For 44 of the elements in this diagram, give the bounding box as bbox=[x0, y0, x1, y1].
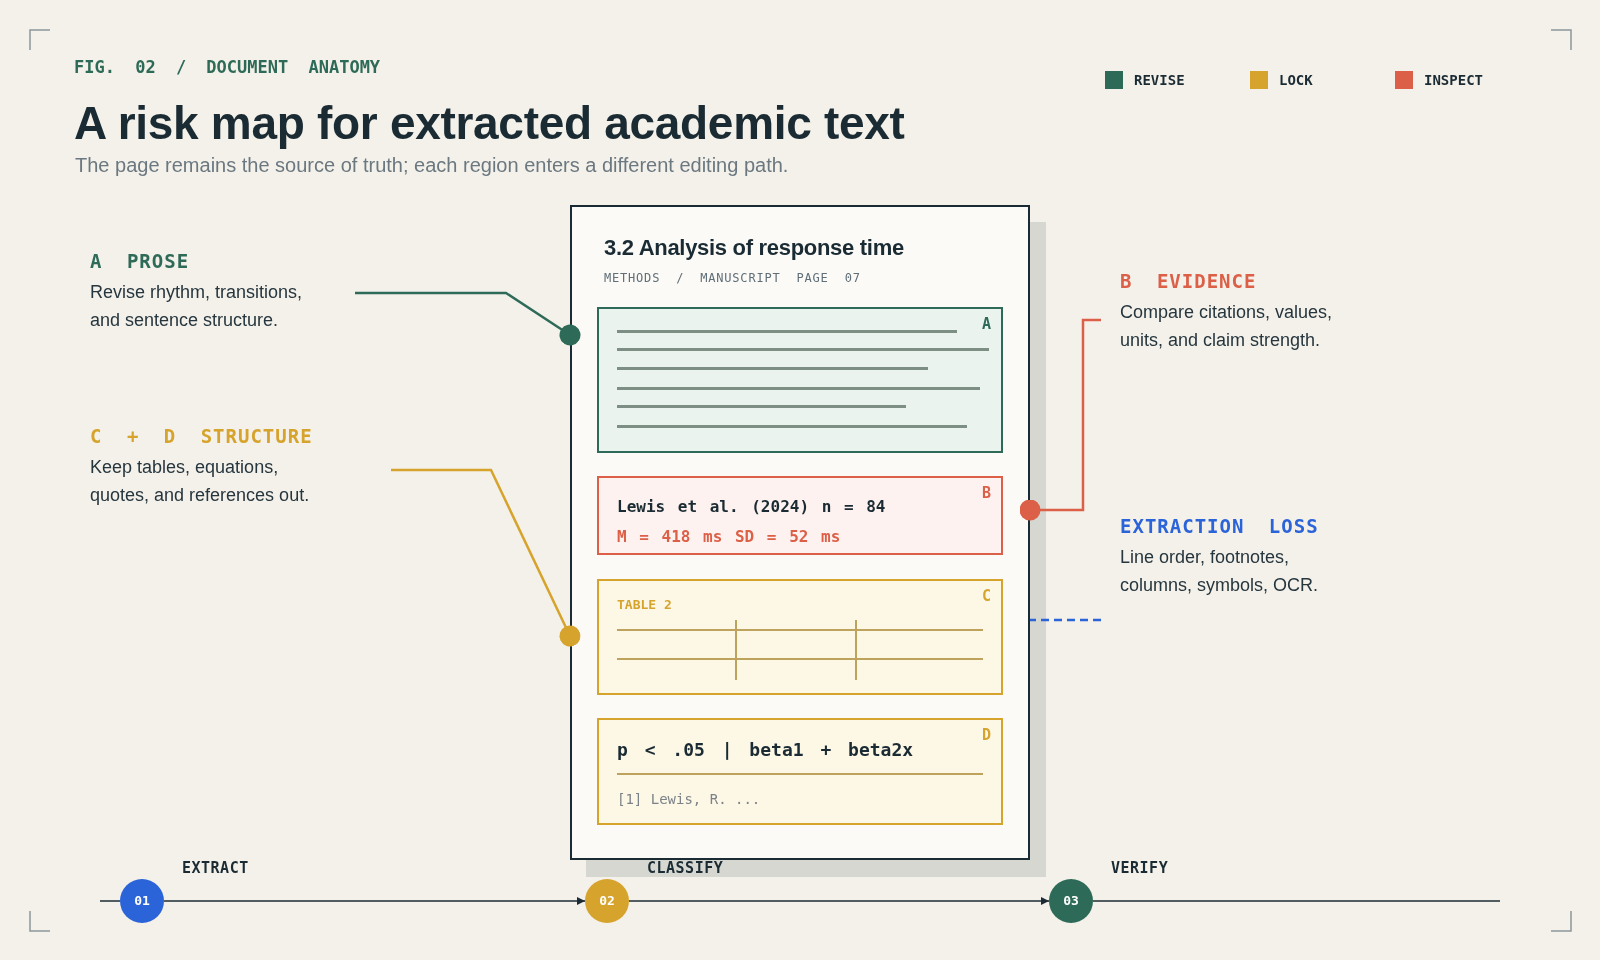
page-heading: 3.2 Analysis of response time bbox=[604, 235, 904, 261]
callout-heading: A PROSE bbox=[90, 249, 190, 274]
step-number: 01 bbox=[134, 894, 150, 908]
leader-line bbox=[1019, 318, 1101, 521]
equation-text: p < .05 | beta1 + beta2x bbox=[617, 739, 914, 761]
table-region bbox=[597, 579, 1003, 695]
callout-heading: C + D STRUCTURE bbox=[90, 424, 313, 449]
timeline-line bbox=[1092, 900, 1501, 902]
timeline-line bbox=[99, 900, 121, 902]
region-letter: C bbox=[981, 587, 991, 605]
leader-line bbox=[391, 468, 581, 647]
figure-subtitle: The page remains the source of truth; each region enters a different editing path. bbox=[75, 153, 789, 177]
step-label: EXTRACT bbox=[182, 859, 249, 877]
region-letter: B bbox=[981, 484, 991, 502]
legend-label: LOCK bbox=[1279, 71, 1313, 89]
legend-label: REVISE bbox=[1134, 71, 1185, 89]
step-number: 02 bbox=[599, 894, 615, 908]
reference-text: [1] Lewis, R. ... bbox=[617, 790, 761, 808]
citation-text: Lewis et al. (2024) n = 84 bbox=[617, 497, 886, 517]
figure-number-label: FIG. 02 / DOCUMENT ANATOMY bbox=[74, 57, 381, 77]
region-letter: A bbox=[981, 315, 991, 333]
leader-line bbox=[355, 291, 581, 346]
callout-heading: EXTRACTION LOSS bbox=[1120, 514, 1319, 539]
manuscript-page bbox=[570, 205, 1030, 860]
page-meta: METHODS / MANUSCRIPT PAGE 07 bbox=[604, 271, 861, 285]
callout-text: Keep tables, equations, quotes, and references out. bbox=[90, 456, 311, 507]
region-letter: D bbox=[981, 726, 991, 744]
prose-region bbox=[597, 307, 1003, 453]
table-caption: TABLE 2 bbox=[617, 596, 672, 614]
callout-text: Revise rhythm, transitions, and sentence structure. bbox=[90, 281, 304, 332]
step-label: VERIFY bbox=[1111, 859, 1169, 877]
callout-heading: B EVIDENCE bbox=[1120, 269, 1257, 294]
leader-line bbox=[1030, 618, 1101, 622]
callout-text: Compare citations, values, units, and claim strength. bbox=[1120, 301, 1334, 352]
step-number: 03 bbox=[1063, 894, 1079, 908]
timeline-arrow bbox=[628, 897, 1050, 905]
statistics-text: M = 418 ms SD = 52 ms bbox=[617, 527, 841, 547]
callout-text: Line order, footnotes, columns, symbols, OCR. bbox=[1120, 546, 1320, 597]
step-label: CLASSIFY bbox=[647, 859, 724, 877]
timeline-arrow bbox=[163, 897, 586, 905]
evidence-region bbox=[597, 476, 1003, 555]
legend-label: INSPECT bbox=[1424, 71, 1483, 89]
equation-region bbox=[597, 718, 1003, 825]
figure-title: A risk map for extracted academic text bbox=[74, 96, 905, 150]
